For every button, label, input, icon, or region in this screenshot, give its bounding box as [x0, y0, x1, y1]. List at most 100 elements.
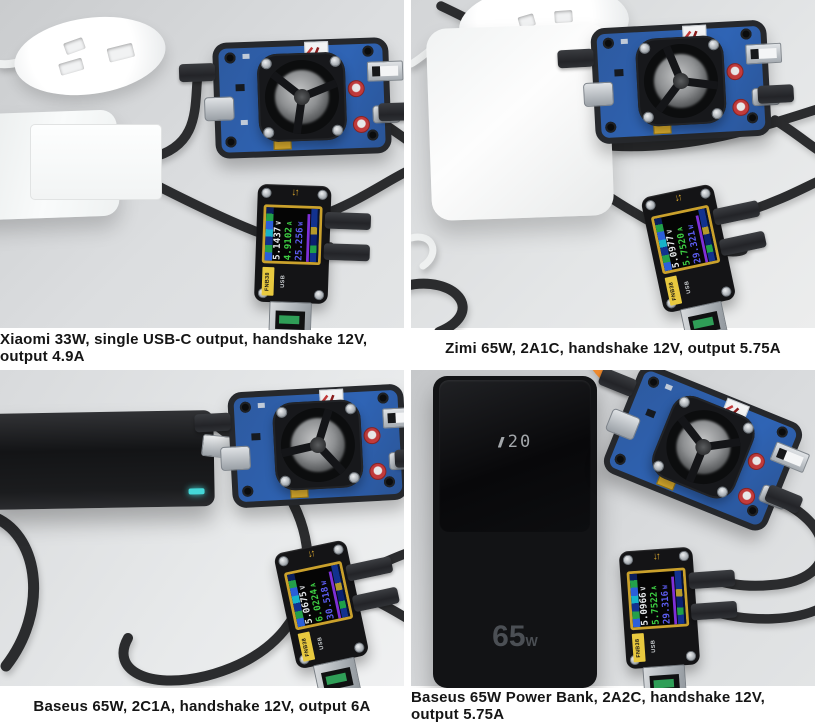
cooling-fan	[256, 51, 348, 143]
usb-cable	[325, 167, 404, 217]
screw	[275, 406, 288, 419]
screw	[329, 55, 341, 68]
usba-plug-tab	[653, 678, 675, 688]
usba-port	[382, 406, 404, 429]
usba-plug-slot	[275, 310, 306, 330]
smd-chip	[242, 53, 250, 60]
cable-plug	[323, 243, 371, 262]
baseus-power-bank: 20 65W	[433, 376, 597, 688]
cable-plug	[690, 600, 738, 621]
screw	[353, 641, 366, 654]
usba-plug-slot	[320, 667, 354, 688]
tester-model-tag: FNB38	[631, 633, 646, 663]
cable-plug	[324, 211, 372, 231]
usba-plug	[268, 301, 312, 330]
photo-caption: Baseus 65W Power Bank, 2A2C, handshake 1…	[411, 686, 815, 726]
tester-usb-label: USB	[684, 280, 693, 294]
screw	[313, 289, 325, 301]
usba-plug-slot	[649, 673, 681, 688]
screw	[279, 475, 292, 488]
outlet-slot	[554, 10, 573, 24]
tester-usb-label: USB	[280, 274, 287, 288]
usbc-port-left	[582, 81, 615, 108]
screw	[638, 42, 651, 55]
screen-info-row2	[316, 208, 322, 263]
updown-arrows-icon: ↓↑	[652, 550, 660, 563]
usba-plug-tab	[278, 315, 300, 325]
cable-plug	[718, 230, 768, 257]
usbc-port-left	[219, 445, 252, 472]
cable-plug	[688, 569, 736, 590]
cable-plug	[394, 448, 404, 468]
electronic-load-board	[178, 36, 404, 160]
fan-opening	[263, 58, 341, 136]
usb-cable	[0, 513, 40, 672]
powerbank-display: 20	[433, 432, 597, 452]
outlet-slot	[58, 57, 85, 76]
usba-plug-tab	[692, 316, 715, 329]
usba-plug	[642, 664, 688, 688]
usba-port	[366, 60, 404, 82]
cable-plug	[351, 586, 401, 613]
cable-plug	[378, 102, 404, 122]
cable-plug	[345, 555, 394, 582]
photo-baseus-powerbank: 20 65W	[411, 370, 815, 688]
screw	[720, 285, 733, 298]
cable-plug	[757, 84, 795, 104]
screw	[260, 58, 272, 70]
screw	[685, 650, 697, 662]
tester-usb-label: USB	[317, 636, 326, 650]
fan-opening	[655, 398, 752, 496]
fan-opening	[279, 406, 357, 484]
tester-model-tag: FNB38	[261, 266, 275, 296]
xiaomi-charger-face	[30, 124, 162, 200]
cable-plug	[557, 48, 595, 69]
photo-caption: Baseus 65W, 2C1A, handshake 12V, output …	[0, 686, 404, 726]
cooling-fan	[634, 34, 728, 128]
screw	[344, 402, 357, 415]
screw	[642, 111, 655, 124]
usba-port	[745, 42, 783, 65]
photo-caption: Zimi 65W, 2A1C, handshake 12V, output 5.…	[411, 328, 815, 368]
usbc-port-left	[203, 96, 235, 122]
power-bank-display-panel	[439, 380, 591, 532]
tester-usb-label: USB	[650, 639, 658, 653]
cable-plug	[194, 412, 232, 433]
screw	[263, 126, 275, 139]
smd-chip	[240, 119, 248, 126]
smd-chip	[235, 83, 245, 92]
cooling-fan	[271, 398, 365, 492]
fan-opening	[642, 42, 720, 120]
electronic-load-board	[194, 383, 404, 509]
charge-indicator-icon	[497, 436, 505, 448]
electronic-load-board	[597, 370, 811, 535]
powerbank-wattage-label: 65W	[492, 620, 538, 653]
smd-chip	[614, 69, 624, 77]
smd-chip	[251, 433, 261, 441]
cable-plug	[178, 63, 216, 83]
outlet-slot	[63, 37, 86, 56]
outlet-cord	[411, 233, 437, 270]
screw	[677, 395, 692, 410]
photo-caption: Xiaomi 33W, single USB-C output, handsha…	[0, 328, 404, 368]
usba-plug-tab	[325, 672, 348, 685]
cable-plug	[712, 199, 761, 226]
electronic-load-board	[557, 19, 795, 145]
smd-chip	[620, 38, 628, 45]
